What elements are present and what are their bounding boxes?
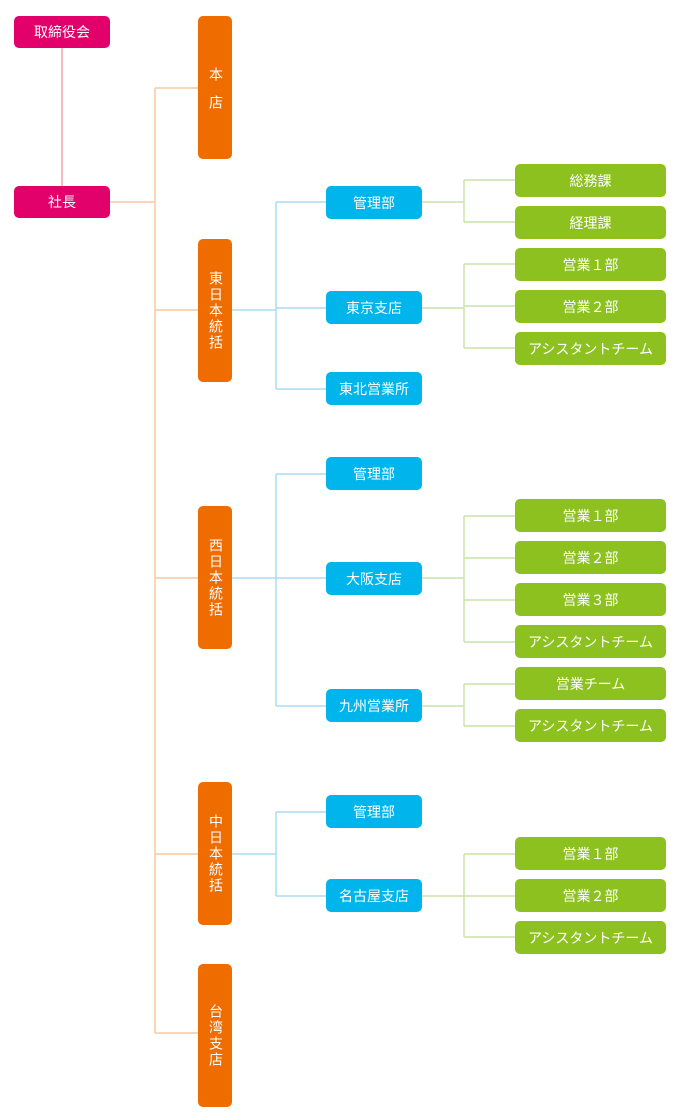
nagoya-branch-box: 名古屋支店 — [326, 879, 422, 912]
tohoku-office-box: 東北営業所 — [326, 372, 422, 405]
tokyo-sales2-box: 営業２部 — [515, 290, 666, 323]
west-hq-box: 西日本統括 — [198, 506, 232, 649]
west-kanri-box: 管理部 — [326, 457, 422, 490]
board-box: 取締役会 — [14, 16, 110, 48]
tokyo-branch-box: 東京支店 — [326, 291, 422, 324]
kyushu-office-box: 九州営業所 — [326, 689, 422, 722]
central-kanri-box: 管理部 — [326, 795, 422, 828]
kyushu-assistant-box: アシスタントチーム — [515, 709, 666, 742]
osaka-sales1-box: 営業１部 — [515, 499, 666, 532]
honten-box: 本 店 — [198, 16, 232, 159]
nagoya-sales1-box: 営業１部 — [515, 837, 666, 870]
east-hq-box: 東日本統括 — [198, 239, 232, 382]
tokyo-assistant-box: アシスタントチーム — [515, 332, 666, 365]
central-hq-box: 中日本統括 — [198, 782, 232, 925]
osaka-sales3-box: 営業３部 — [515, 583, 666, 616]
east-soumu-box: 総務課 — [515, 164, 666, 197]
president-box: 社長 — [14, 186, 110, 218]
nagoya-sales2-box: 営業２部 — [515, 879, 666, 912]
taiwan-branch-box: 台湾支店 — [198, 964, 232, 1107]
osaka-sales2-box: 営業２部 — [515, 541, 666, 574]
east-kanri-box: 管理部 — [326, 186, 422, 219]
kyushu-sales-team-box: 営業チーム — [515, 667, 666, 700]
osaka-assistant-box: アシスタントチーム — [515, 625, 666, 658]
osaka-branch-box: 大阪支店 — [326, 562, 422, 595]
east-keiri-box: 経理課 — [515, 206, 666, 239]
tokyo-sales1-box: 営業１部 — [515, 248, 666, 281]
nagoya-assistant-box: アシスタントチーム — [515, 921, 666, 954]
